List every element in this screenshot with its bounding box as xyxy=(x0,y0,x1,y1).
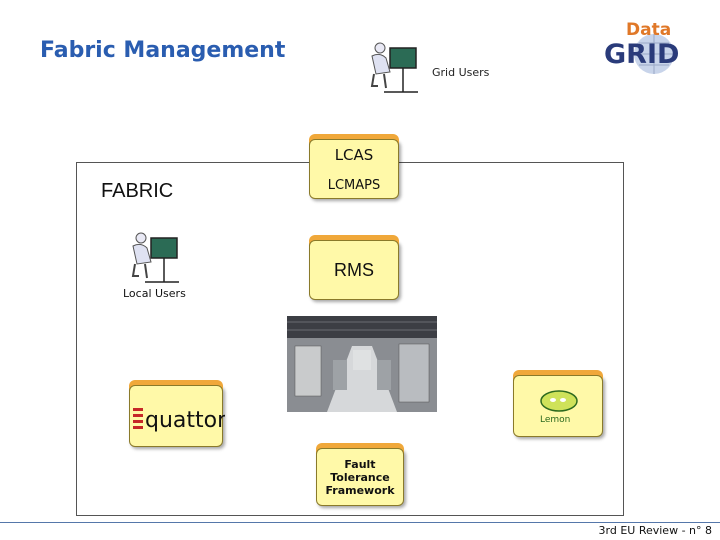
fabric-label: FABRIC xyxy=(101,180,174,202)
lemon-text: Lemon xyxy=(540,415,570,425)
fault-tolerance-box: Fault Tolerance Framework xyxy=(316,448,404,506)
footer-page-label: 3rd EU Review - n° 8 xyxy=(598,524,712,537)
grid-users-label: Grid Users xyxy=(432,66,490,79)
lcas-lcmaps-box: LCAS LCMAPS xyxy=(309,139,399,199)
grid-user-icon xyxy=(370,42,418,93)
local-user-icon xyxy=(131,232,179,283)
quattor-box xyxy=(129,385,223,447)
quattor-text: quattor xyxy=(145,408,225,433)
lcmaps-label: LCMAPS xyxy=(327,177,381,193)
ft-line-3: Framework xyxy=(325,483,395,497)
rms-box: RMS xyxy=(309,240,399,300)
computer-centre-photo xyxy=(287,316,437,412)
logo-text-data: Data xyxy=(626,20,671,40)
quattor-logo: quattor xyxy=(133,408,225,433)
rms-label: RMS xyxy=(334,259,374,280)
logo-text-grid: GRID xyxy=(604,39,679,70)
datagrid-logo: Data GRID xyxy=(604,20,679,74)
ft-line-1: Fault xyxy=(344,457,376,471)
local-users-label: Local Users xyxy=(123,287,186,300)
footer-divider xyxy=(0,522,720,523)
ft-line-2: Tolerance xyxy=(330,470,390,484)
slide-title: Fabric Management xyxy=(40,38,286,63)
lemon-logo: Lemon xyxy=(540,390,578,425)
lcas-label: LCAS xyxy=(334,145,374,164)
